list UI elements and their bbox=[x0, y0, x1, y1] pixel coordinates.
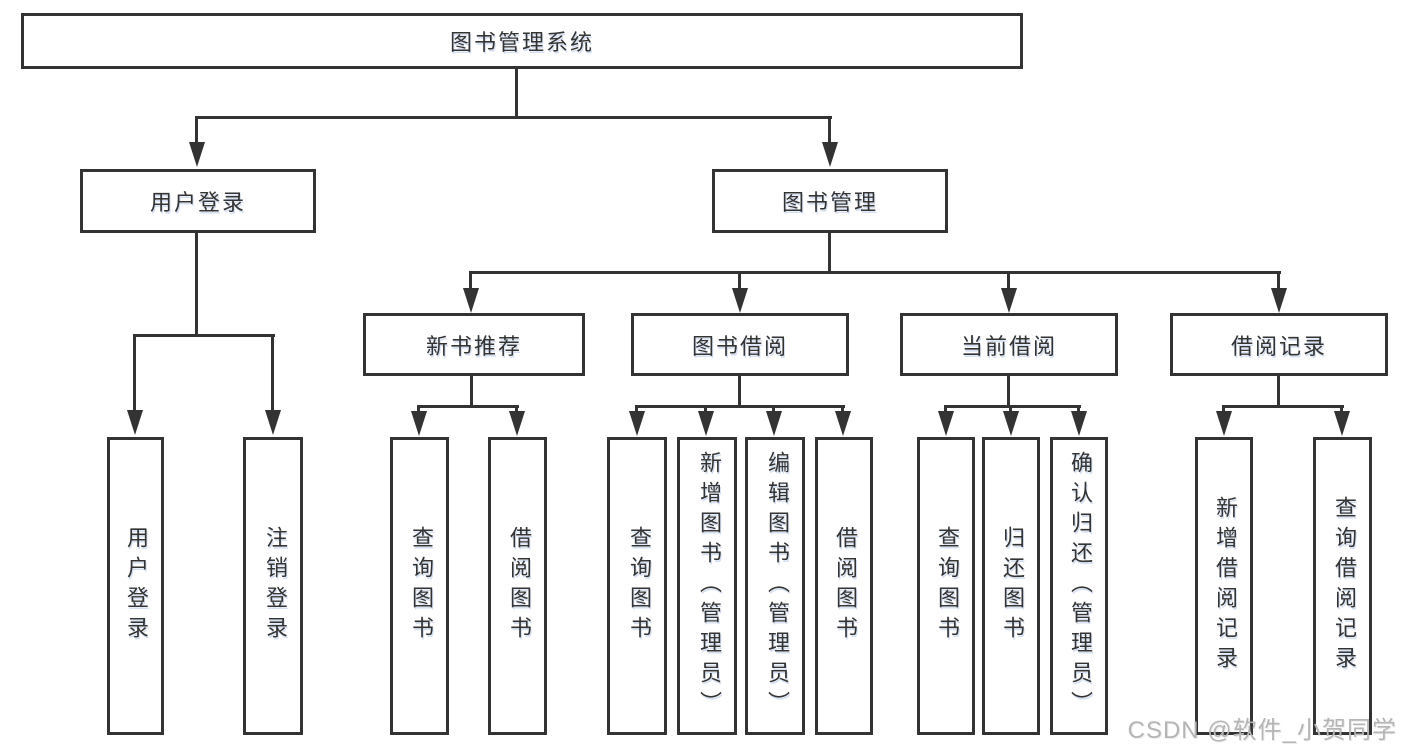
leaf-borrow-books-2: 借阅图书 bbox=[815, 437, 873, 735]
node-root-book-management-system: 图书管理系统 bbox=[21, 13, 1023, 69]
leaf-query-books-1: 查询图书 bbox=[390, 437, 449, 735]
connector bbox=[1007, 271, 1010, 291]
connector bbox=[469, 271, 472, 291]
connector bbox=[944, 405, 947, 415]
connector bbox=[704, 405, 707, 415]
connector bbox=[271, 334, 274, 414]
connector bbox=[828, 116, 831, 144]
connector bbox=[1340, 405, 1343, 415]
arrowhead-down-icon bbox=[1071, 411, 1087, 436]
arrowhead-down-icon bbox=[1271, 288, 1287, 313]
connector bbox=[738, 376, 741, 408]
node-current-borrowing: 当前借阅 bbox=[900, 313, 1118, 376]
arrowhead-down-icon bbox=[463, 288, 479, 313]
connector bbox=[196, 116, 832, 119]
connector bbox=[470, 375, 473, 408]
connector bbox=[1223, 405, 1344, 408]
arrowhead-down-icon bbox=[189, 142, 205, 167]
connector bbox=[195, 116, 198, 144]
leaf-add-borrow-record: 新增借阅记录 bbox=[1195, 437, 1253, 735]
connector bbox=[828, 233, 831, 274]
connector bbox=[635, 405, 638, 415]
arrowhead-down-icon bbox=[1001, 288, 1017, 313]
connector bbox=[1077, 405, 1080, 415]
leaf-borrow-books-1: 借阅图书 bbox=[488, 437, 547, 735]
connector bbox=[195, 233, 198, 337]
connector bbox=[515, 405, 518, 415]
arrowhead-down-icon bbox=[732, 288, 748, 313]
arrowhead-down-icon bbox=[698, 411, 714, 436]
node-book-management: 图书管理 bbox=[712, 169, 948, 233]
connector bbox=[1222, 405, 1225, 415]
arrowhead-down-icon bbox=[766, 411, 782, 436]
leaf-query-books-3: 查询图书 bbox=[917, 437, 975, 735]
node-new-book-recommend: 新书推荐 bbox=[363, 313, 585, 376]
arrowhead-down-icon bbox=[127, 410, 143, 435]
connector bbox=[636, 405, 845, 408]
arrowhead-down-icon bbox=[411, 411, 427, 436]
leaf-user-login: 用户登录 bbox=[107, 437, 164, 735]
arrowhead-down-icon bbox=[822, 142, 838, 167]
leaf-add-books-admin: 新增图书（管理员） bbox=[677, 437, 737, 735]
leaf-return-books: 归还图书 bbox=[982, 437, 1040, 735]
connector bbox=[945, 405, 1081, 408]
arrowhead-down-icon bbox=[629, 411, 645, 436]
arrowhead-down-icon bbox=[509, 411, 525, 436]
connector bbox=[772, 405, 775, 415]
leaf-confirm-return-admin: 确认归还（管理员） bbox=[1050, 437, 1108, 735]
node-user-login: 用户登录 bbox=[80, 169, 316, 233]
arrowhead-down-icon bbox=[938, 411, 954, 436]
arrowhead-down-icon bbox=[265, 410, 281, 435]
csdn-watermark: CSDN @软件_小贺同学 bbox=[1127, 717, 1397, 744]
connector bbox=[1277, 376, 1280, 408]
connector bbox=[133, 334, 275, 337]
node-borrowing-records: 借阅记录 bbox=[1170, 313, 1388, 376]
node-book-borrowing: 图书借阅 bbox=[631, 313, 849, 376]
connector bbox=[1277, 271, 1280, 291]
connector bbox=[133, 334, 136, 414]
connector bbox=[418, 405, 519, 408]
arrowhead-down-icon bbox=[1003, 411, 1019, 436]
connector bbox=[1009, 405, 1012, 415]
leaf-query-books-2: 查询图书 bbox=[607, 437, 667, 735]
connector bbox=[470, 271, 1281, 274]
arrowhead-down-icon bbox=[1334, 411, 1350, 436]
arrowhead-down-icon bbox=[835, 411, 851, 436]
connector bbox=[841, 405, 844, 415]
leaf-query-borrow-record: 查询借阅记录 bbox=[1313, 437, 1372, 735]
leaf-edit-books-admin: 编辑图书（管理员） bbox=[745, 437, 805, 735]
leaf-logout: 注销登录 bbox=[243, 437, 303, 735]
connector bbox=[515, 68, 518, 118]
arrowhead-down-icon bbox=[1216, 411, 1232, 436]
connector bbox=[417, 405, 420, 415]
connector bbox=[1007, 376, 1010, 408]
connector bbox=[738, 271, 741, 291]
